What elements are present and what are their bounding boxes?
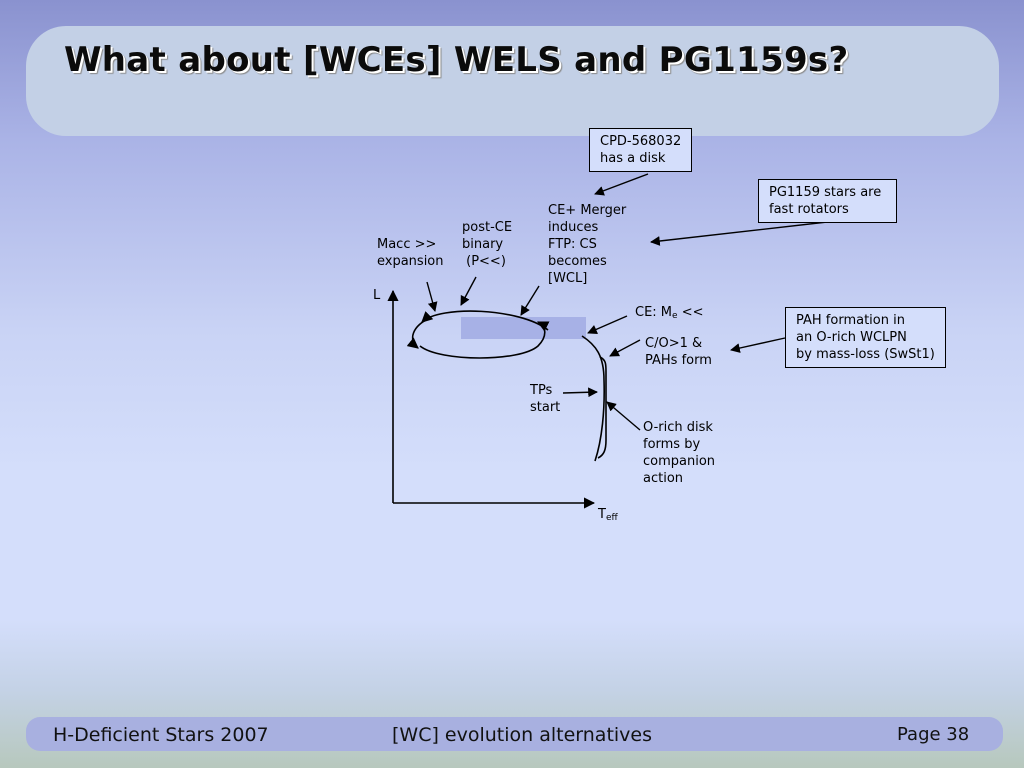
label-ce-me-sub: e xyxy=(672,311,678,321)
footer-page-number: Page 38 xyxy=(897,724,970,745)
x-axis-label: Teff xyxy=(598,506,618,527)
x-axis-label-main: T xyxy=(598,507,606,522)
box-pg1159-rotators: PG1159 stars are fast rotators xyxy=(758,179,898,223)
y-axis-label: L xyxy=(373,288,381,303)
label-macc: Macc >> expansion xyxy=(377,237,444,269)
box-pah-formation: PAH formation in an O-rich WCLPN by mass… xyxy=(785,307,946,368)
arrow-cpd xyxy=(594,173,649,196)
slide-title: What about [WCEs] WELS and PG1159s? xyxy=(64,40,849,80)
label-ce-me: CE: Me << xyxy=(635,304,704,325)
footer-conference: H-Deficient Stars 2007 xyxy=(53,724,269,746)
title-panel xyxy=(26,26,999,136)
arrow-pah xyxy=(730,337,786,353)
x-axis-label-sub: eff xyxy=(605,513,618,523)
arrow-ce-merger xyxy=(520,285,540,316)
arrow-co xyxy=(609,339,641,357)
arrow-post-ce xyxy=(460,276,477,306)
label-post-ce: post-CE binary (P<<) xyxy=(462,220,513,269)
ce-highlight-band xyxy=(461,317,586,339)
box-cpd-disk: CPD-568032 has a disk xyxy=(589,128,693,172)
arrow-pg1159 xyxy=(650,220,837,246)
arrow-macc xyxy=(426,281,438,312)
label-ce-me-tail: << xyxy=(677,305,704,320)
label-orich-disk: O-rich disk forms by companion action xyxy=(643,420,716,486)
evolution-loop-lower xyxy=(419,321,550,359)
label-ce-merger: CE+ Merger induces FTP: CS becomes [WCL] xyxy=(548,203,627,286)
arrow-ce-me xyxy=(587,315,628,334)
post-agb-track xyxy=(581,335,605,462)
evolution-loop-left xyxy=(406,317,431,349)
label-co-pahs: C/O>1 & PAHs form xyxy=(645,336,712,368)
arrow-tps xyxy=(562,387,598,398)
footer-bar xyxy=(26,717,1003,751)
label-ce-me-main: CE: M xyxy=(635,305,673,320)
track-bracket xyxy=(597,356,607,459)
footer-section-title: [WC] evolution alternatives xyxy=(392,724,653,746)
label-tps-start: TPs start xyxy=(530,383,561,415)
arrow-orich xyxy=(606,401,641,431)
evolution-loop-upper xyxy=(421,310,549,331)
